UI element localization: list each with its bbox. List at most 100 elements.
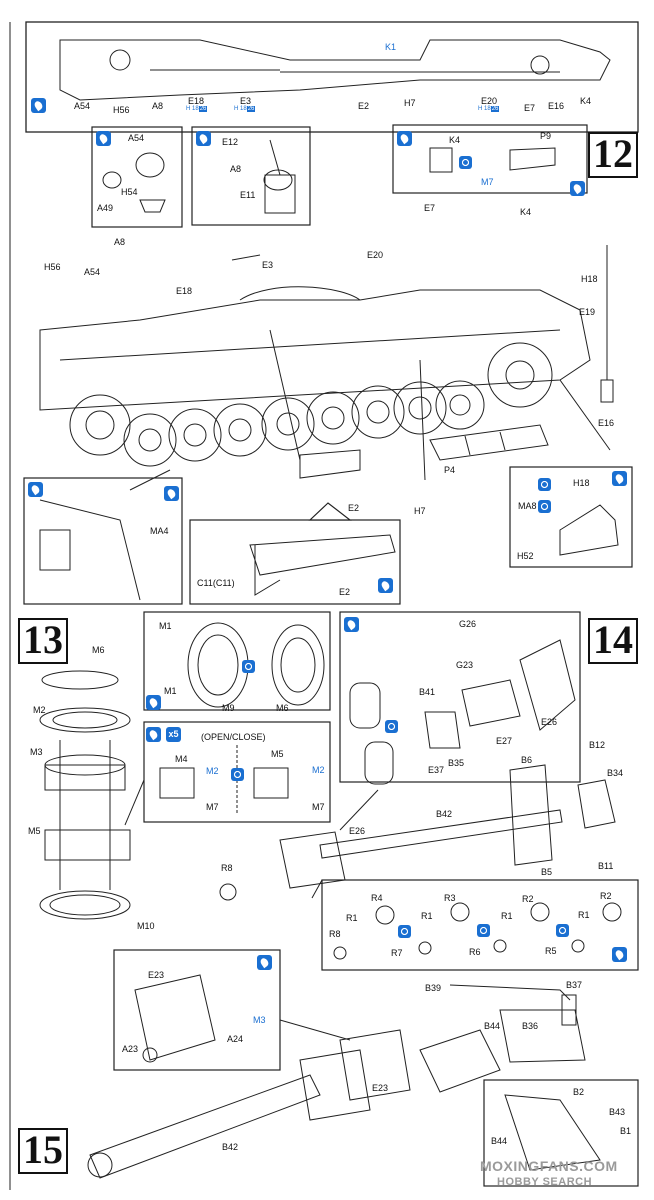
- part-label: M6: [92, 645, 105, 655]
- part-label: E2: [358, 101, 370, 111]
- part-label: E7: [424, 203, 436, 213]
- part-label: A49: [97, 203, 114, 213]
- glue-icon: [196, 131, 211, 146]
- cut-icon: [385, 720, 398, 733]
- part-label: B41: [419, 687, 436, 697]
- part-label: A54: [128, 133, 145, 143]
- part-label: E20: [367, 250, 384, 260]
- part-label: B34: [607, 768, 624, 778]
- watermark-line2: HOBBY SEARCH: [497, 1176, 593, 1188]
- part-label: E12: [222, 137, 239, 147]
- part-label: B44: [484, 1021, 501, 1031]
- part-label: A8: [114, 237, 126, 247]
- open-close-label: (OPEN/CLOSE): [201, 732, 266, 742]
- part-label: R5: [545, 946, 557, 956]
- step-number-12: 12: [588, 132, 638, 178]
- part-label: H7: [414, 506, 426, 516]
- glue-icon: [612, 471, 627, 486]
- part-label: MA4: [150, 526, 169, 536]
- part-label: K4: [580, 96, 592, 106]
- glue-icon: [612, 947, 627, 962]
- hull-badge: H 1826: [186, 106, 208, 112]
- part-label: B5: [541, 867, 553, 877]
- part-label: M7: [312, 802, 325, 812]
- part-label: R1: [578, 910, 590, 920]
- part-label: E23: [372, 1083, 389, 1093]
- part-label: H54: [121, 187, 138, 197]
- glue-icon: [146, 695, 161, 710]
- part-label: M5: [28, 826, 41, 836]
- part-label: E26: [541, 717, 558, 727]
- part-label: E3: [262, 260, 274, 270]
- part-label: R7: [391, 948, 403, 958]
- part-label: B1: [620, 1126, 632, 1136]
- part-label: B39: [425, 983, 442, 993]
- part-label: M7: [481, 177, 494, 187]
- part-label: M2: [312, 765, 325, 775]
- part-label: M10: [137, 921, 155, 931]
- glue-icon: [164, 486, 179, 501]
- part-label: M2: [33, 705, 46, 715]
- part-label: P9: [540, 131, 552, 141]
- part-label: C11(C11): [197, 578, 235, 588]
- part-label: E16: [548, 101, 565, 111]
- part-label: M4: [175, 754, 188, 764]
- part-label: E20: [481, 96, 498, 106]
- cut-icon: [538, 478, 551, 491]
- part-label: K4: [449, 135, 461, 145]
- part-label: B2: [573, 1087, 585, 1097]
- part-label: R4: [371, 893, 383, 903]
- part-label: A54: [84, 267, 101, 277]
- part-label: E3: [240, 96, 252, 106]
- part-label: M5: [271, 749, 284, 759]
- glue-icon: [257, 955, 272, 970]
- part-label: R6: [469, 947, 481, 957]
- cut-icon: [242, 660, 255, 673]
- part-label: E37: [428, 765, 445, 775]
- part-label: R1: [501, 911, 513, 921]
- part-label: H18: [581, 274, 598, 284]
- part-label: R3: [444, 893, 456, 903]
- part-label: H56: [44, 262, 61, 272]
- part-label: M9: [222, 703, 235, 713]
- glue-icon: [31, 98, 46, 113]
- part-label: A24: [227, 1034, 244, 1044]
- part-label: M1: [164, 686, 177, 696]
- part-label: E2: [348, 503, 360, 513]
- cut-icon: [556, 924, 569, 937]
- part-label: K1: [385, 42, 397, 52]
- part-label: E19: [579, 307, 596, 317]
- glue-icon: [378, 578, 393, 593]
- part-label: R2: [600, 891, 612, 901]
- part-label: R2: [522, 894, 534, 904]
- part-label: R1: [346, 913, 358, 923]
- watermark-line1: MOXINGFANS.COM: [480, 1158, 618, 1174]
- part-label: E18: [188, 96, 205, 106]
- part-label: B36: [522, 1021, 539, 1031]
- step-number-15: 15: [18, 1128, 68, 1174]
- part-label: B42: [436, 809, 453, 819]
- part-label: A8: [230, 164, 242, 174]
- part-label: B44: [491, 1136, 508, 1146]
- cut-icon: [459, 156, 472, 169]
- step-number-14: 14: [588, 618, 638, 664]
- part-label: E26: [349, 826, 366, 836]
- hull-badge: H 1826: [234, 106, 256, 112]
- part-label: M3: [253, 1015, 266, 1025]
- part-label: H18: [573, 478, 590, 488]
- glue-icon: [96, 131, 111, 146]
- part-label: E27: [496, 736, 513, 746]
- step-number-13: 13: [18, 618, 68, 664]
- part-label: H56: [113, 105, 130, 115]
- part-label: R8: [221, 863, 233, 873]
- part-label: B37: [566, 980, 583, 990]
- part-label: G26: [459, 619, 477, 629]
- glue-icon: [28, 482, 43, 497]
- sand-icon: x5: [166, 727, 181, 742]
- glue-icon: [344, 617, 359, 632]
- cut-icon: [477, 924, 490, 937]
- part-label: G23: [456, 660, 474, 670]
- part-label: M3: [30, 747, 43, 757]
- part-label: B6: [521, 755, 533, 765]
- part-label: B43: [609, 1107, 626, 1117]
